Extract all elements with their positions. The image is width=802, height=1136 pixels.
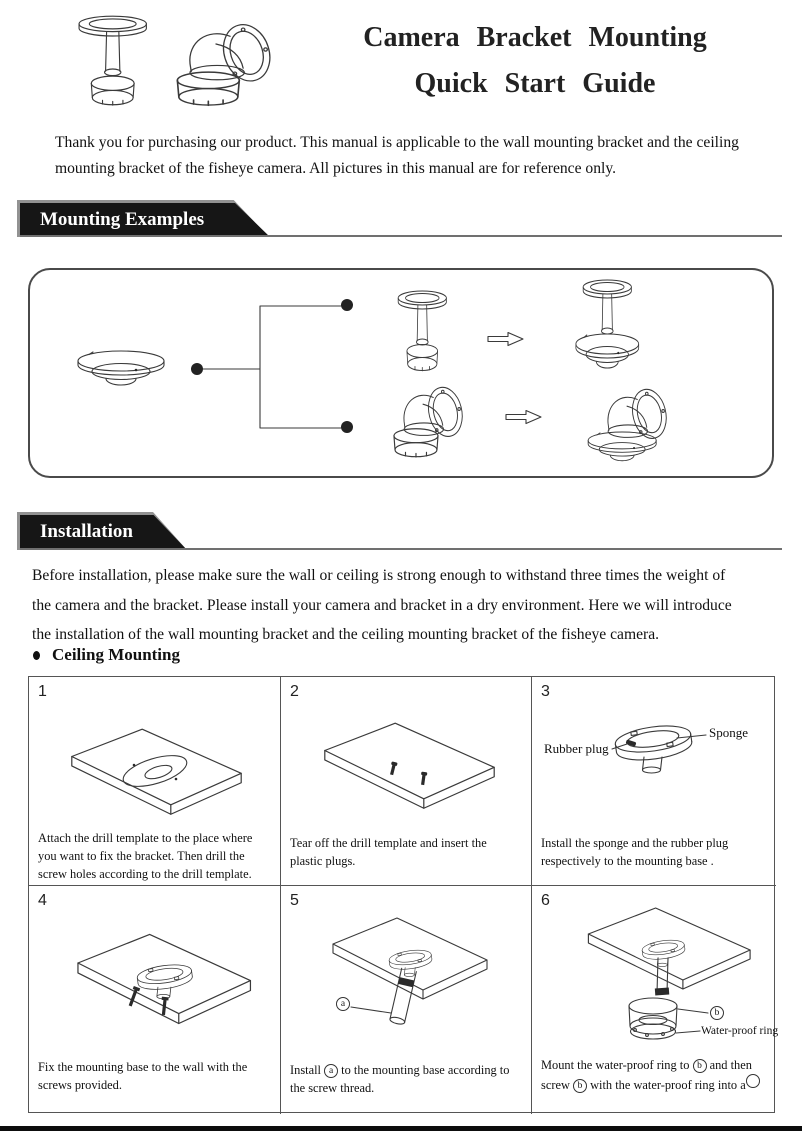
title-line-2: Quick Start Guide [414, 68, 656, 99]
plastic-plugs-illustration [324, 722, 495, 809]
page-title: Camera Bracket Mounting Quick Start Guid… [295, 22, 775, 100]
title-line-1: Camera Bracket Mounting [363, 22, 707, 53]
circled-b: b [692, 1059, 707, 1073]
step-number: 5 [290, 892, 299, 909]
circled-a-empty [745, 1074, 760, 1088]
fix-base-illustration [77, 933, 252, 1025]
intro-paragraph: Thank you for purchasing our product. Th… [55, 134, 739, 177]
section-header-mounting-examples: Mounting Examples [20, 203, 270, 237]
step-cell-2: 2 Tear off the drill template and insert… [281, 677, 532, 886]
step-caption: Attach the drill template to the place w… [38, 831, 253, 881]
circled-b: b [573, 1079, 587, 1093]
circled-a: a [324, 1064, 339, 1078]
step-caption: Fix the mounting base to the wall with t… [38, 1060, 248, 1092]
section-rule [20, 548, 782, 550]
mounting-base-illustration [611, 721, 707, 774]
page-footer-bar [0, 1126, 802, 1131]
step-caption: Tear off the drill template and insert t… [290, 836, 487, 868]
waterproof-ring-illustration [587, 907, 751, 1040]
rubber-plug-label: Rubber plug [544, 741, 609, 756]
step-caption: Mount the water-proof ring to b and then… [541, 1056, 771, 1094]
section-header-installation: Installation [20, 515, 187, 550]
step-cell-4: 4 Fix the mounting base to the wall with… [29, 886, 281, 1114]
step-cell-3: 3 Rubber plug Sponge Install the sponge … [532, 677, 776, 886]
ceiling-mounting-heading: Ceiling Mounting [33, 645, 180, 665]
step-caption: Install the sponge and the rubber plug r… [541, 836, 729, 868]
step-number: 1 [38, 683, 47, 700]
install-pole-illustration [332, 917, 488, 1025]
step-number: 6 [541, 892, 550, 909]
bullet-icon [33, 650, 40, 660]
ceiling-bracket-illustration [78, 15, 147, 106]
ceiling-mounting-label: Ceiling Mounting [52, 645, 180, 664]
step-cell-5: 5 a Install a to the mounting base accor… [281, 886, 532, 1114]
installation-label: Installation [40, 521, 133, 542]
part-a-figure-label: a [336, 997, 350, 1011]
step-number: 2 [290, 683, 299, 700]
waterproof-ring-label: Water-proof ring [701, 1025, 779, 1037]
step-cell-6: 6 b Water-proof ring Mou [532, 886, 779, 1114]
steps-table: 1 Attach the drill template to the place… [28, 676, 779, 1114]
sponge-label: Sponge [709, 725, 748, 740]
step-number: 4 [38, 892, 47, 909]
mounting-examples-label: Mounting Examples [40, 209, 205, 230]
step-number: 3 [541, 683, 550, 700]
mounting-examples-artwork [77, 279, 672, 462]
section-rule [20, 235, 782, 237]
wall-bracket-illustration [176, 20, 278, 107]
step-cell-1: 1 Attach the drill template to the place… [29, 677, 281, 886]
mounting-examples-diagram [28, 268, 774, 478]
step-caption: Install a to the mounting base according… [290, 1063, 510, 1095]
part-b-figure-label: b [710, 1006, 724, 1020]
installation-paragraph: Before installation, please make sure th… [32, 567, 732, 643]
drill-template-illustration [71, 728, 242, 815]
